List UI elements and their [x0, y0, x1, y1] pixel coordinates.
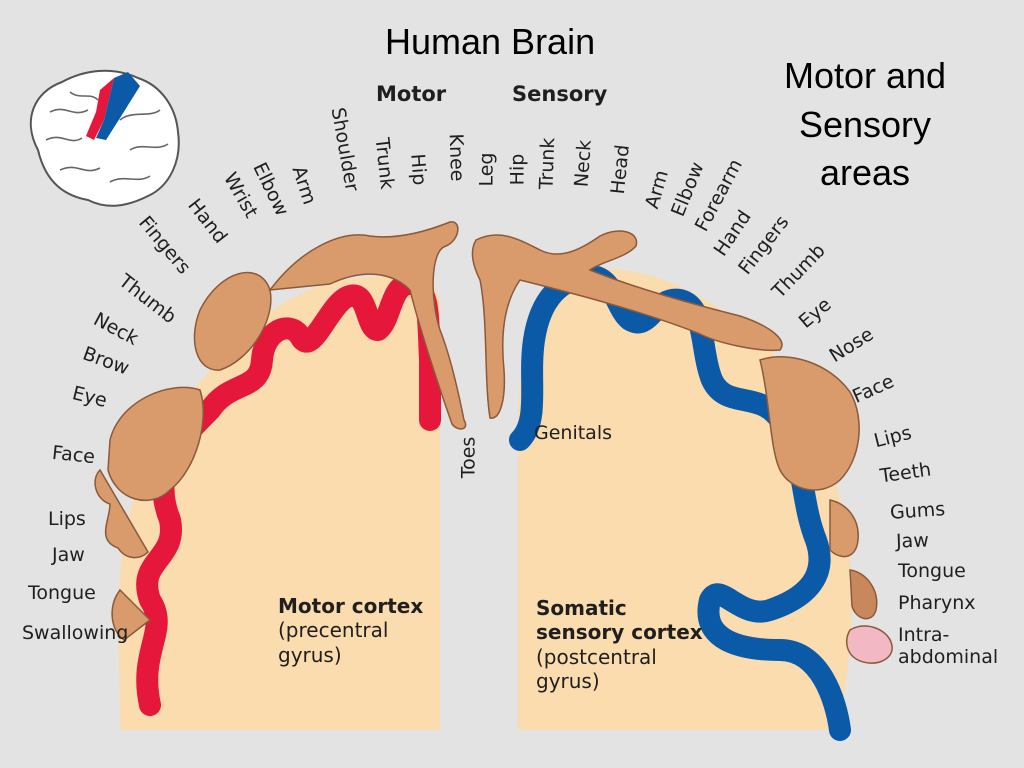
slide-subtitle: Motor and Sensory areas: [765, 52, 965, 198]
motor-label-lips: Lips: [48, 508, 86, 530]
sensory-label-abdominal: abdominal: [898, 646, 999, 668]
motor-label-face: Face: [51, 441, 97, 469]
sensory-label-leg: Leg: [475, 152, 498, 187]
motor-header: Motor: [376, 82, 447, 106]
sensory-label-neck: Neck: [570, 139, 596, 188]
sensory-label-hip: Hip: [506, 153, 529, 186]
sensory-cortex-title2: sensory cortex: [536, 620, 703, 645]
sensory-label-jaw: Jaw: [895, 529, 930, 553]
sensory-label-genitals: Genitals: [534, 422, 613, 444]
sensory-cortex-title1: Somatic: [536, 596, 627, 620]
motor-label-jaw: Jaw: [52, 544, 85, 566]
sensory-label-pharynx: Pharynx: [898, 592, 976, 614]
sensory-label-trunk: Trunk: [535, 137, 560, 190]
motor-cortex-line2: (precentral: [278, 618, 389, 643]
motor-label-toes: Toes: [457, 436, 480, 479]
motor-cortex-title: Motor cortex: [278, 594, 424, 618]
sensory-cortex-line3: (postcentral: [536, 644, 657, 669]
sensory-cortex-line4: gyrus): [536, 669, 600, 694]
subtitle-line-3: areas: [819, 152, 911, 194]
subtitle-line-1: Motor and: [783, 55, 947, 96]
motor-homunculus: [94, 221, 467, 641]
sensory-label-tongue: Tongue: [898, 560, 966, 582]
sensory-homunculus: [471, 230, 893, 664]
motor-cortex-caption: Motor cortex (precentral gyrus): [278, 594, 423, 667]
motor-label-trunk: Trunk: [370, 136, 398, 191]
motor-cortex-line3: gyrus): [278, 642, 342, 667]
brain-thumbnail-icon: [29, 69, 180, 207]
sensory-label-gums: Gums: [889, 498, 946, 524]
sensory-cortex-caption: Somatic sensory cortex (postcentral gyru…: [536, 596, 703, 694]
motor-label-swallowing: Swallowing: [22, 622, 129, 644]
motor-label-hip: Hip: [406, 152, 431, 187]
sensory-header: Sensory: [512, 82, 608, 106]
subtitle-line-2: Sensory: [798, 103, 932, 145]
sensory-label-intra: Intra-: [898, 624, 950, 646]
motor-label-tongue: Tongue: [28, 582, 96, 604]
motor-strip: [136, 273, 441, 716]
motor-label-knee: Knee: [444, 133, 469, 182]
sensory-label-head: Head: [606, 143, 634, 196]
slide-title: Human Brain: [385, 21, 596, 62]
